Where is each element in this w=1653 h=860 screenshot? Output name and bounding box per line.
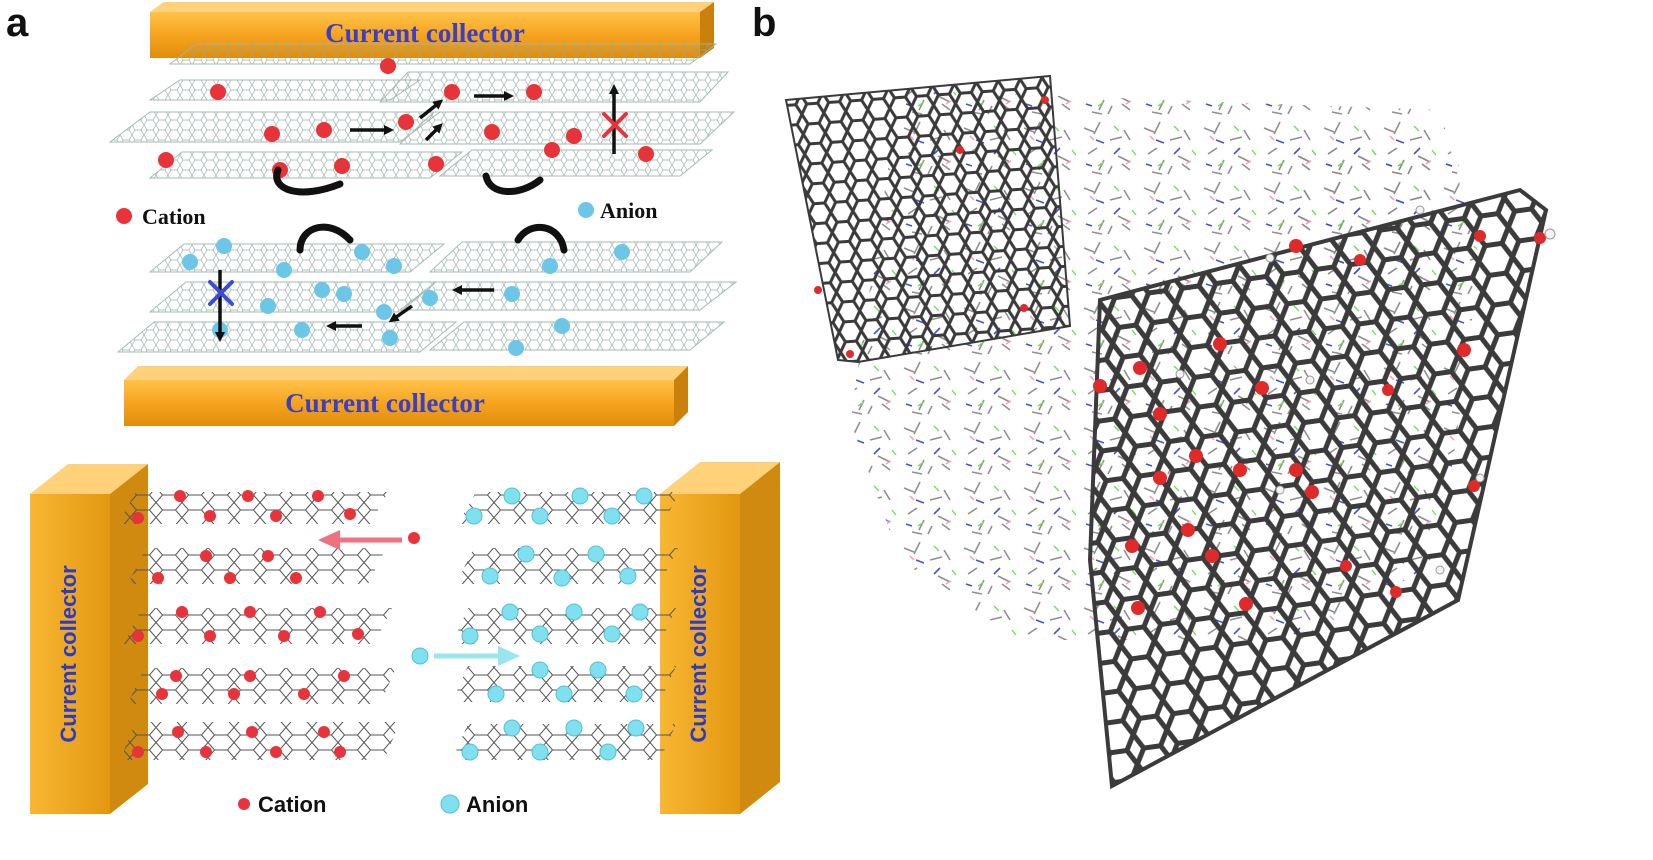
anion-legend-label-top: Anion xyxy=(600,198,657,223)
anion-migration-arrow xyxy=(434,646,520,666)
cations-upper xyxy=(116,58,654,224)
cation-legend-dot xyxy=(116,208,132,224)
cation-legend-dot-bottom xyxy=(238,798,250,810)
curved-arrows-top xyxy=(273,166,568,254)
blocked-markers-top xyxy=(208,112,628,306)
collector-bottom-label: Current collector xyxy=(285,388,485,418)
cations-left-layers xyxy=(132,490,420,758)
hydrogen-atoms xyxy=(1175,205,1556,575)
collector-left-label: Current collector xyxy=(56,565,81,743)
oxygen-atoms xyxy=(814,96,1546,615)
panel-b-label: b xyxy=(752,1,776,45)
panel-a-label: a xyxy=(6,1,29,45)
anions-lower xyxy=(182,202,630,356)
molecular-simulation xyxy=(784,74,1556,790)
collector-right-label: Current collector xyxy=(686,565,711,743)
bottom-current-collector: Current collector xyxy=(124,366,688,426)
cation-legend-label-bottom: Cation xyxy=(258,792,326,817)
graphene-sheet-left xyxy=(784,74,1072,364)
anion-legend-dot-bottom xyxy=(440,794,460,814)
anion-legend-label-bottom: Anion xyxy=(466,792,528,817)
cation-legend-label-top: Cation xyxy=(142,204,206,229)
graphene-layers-right xyxy=(452,492,680,760)
graphene-sheet-right xyxy=(1087,187,1549,790)
ion-transport-arrows-top xyxy=(215,84,619,342)
anions-right-layers xyxy=(411,487,653,761)
graphene-layers-left xyxy=(118,492,400,760)
right-current-collector: Current collector xyxy=(660,462,780,814)
anion-legend-dot xyxy=(578,202,594,218)
collector-top-label: Current collector xyxy=(325,18,525,48)
cation-migration-arrow xyxy=(318,530,402,550)
